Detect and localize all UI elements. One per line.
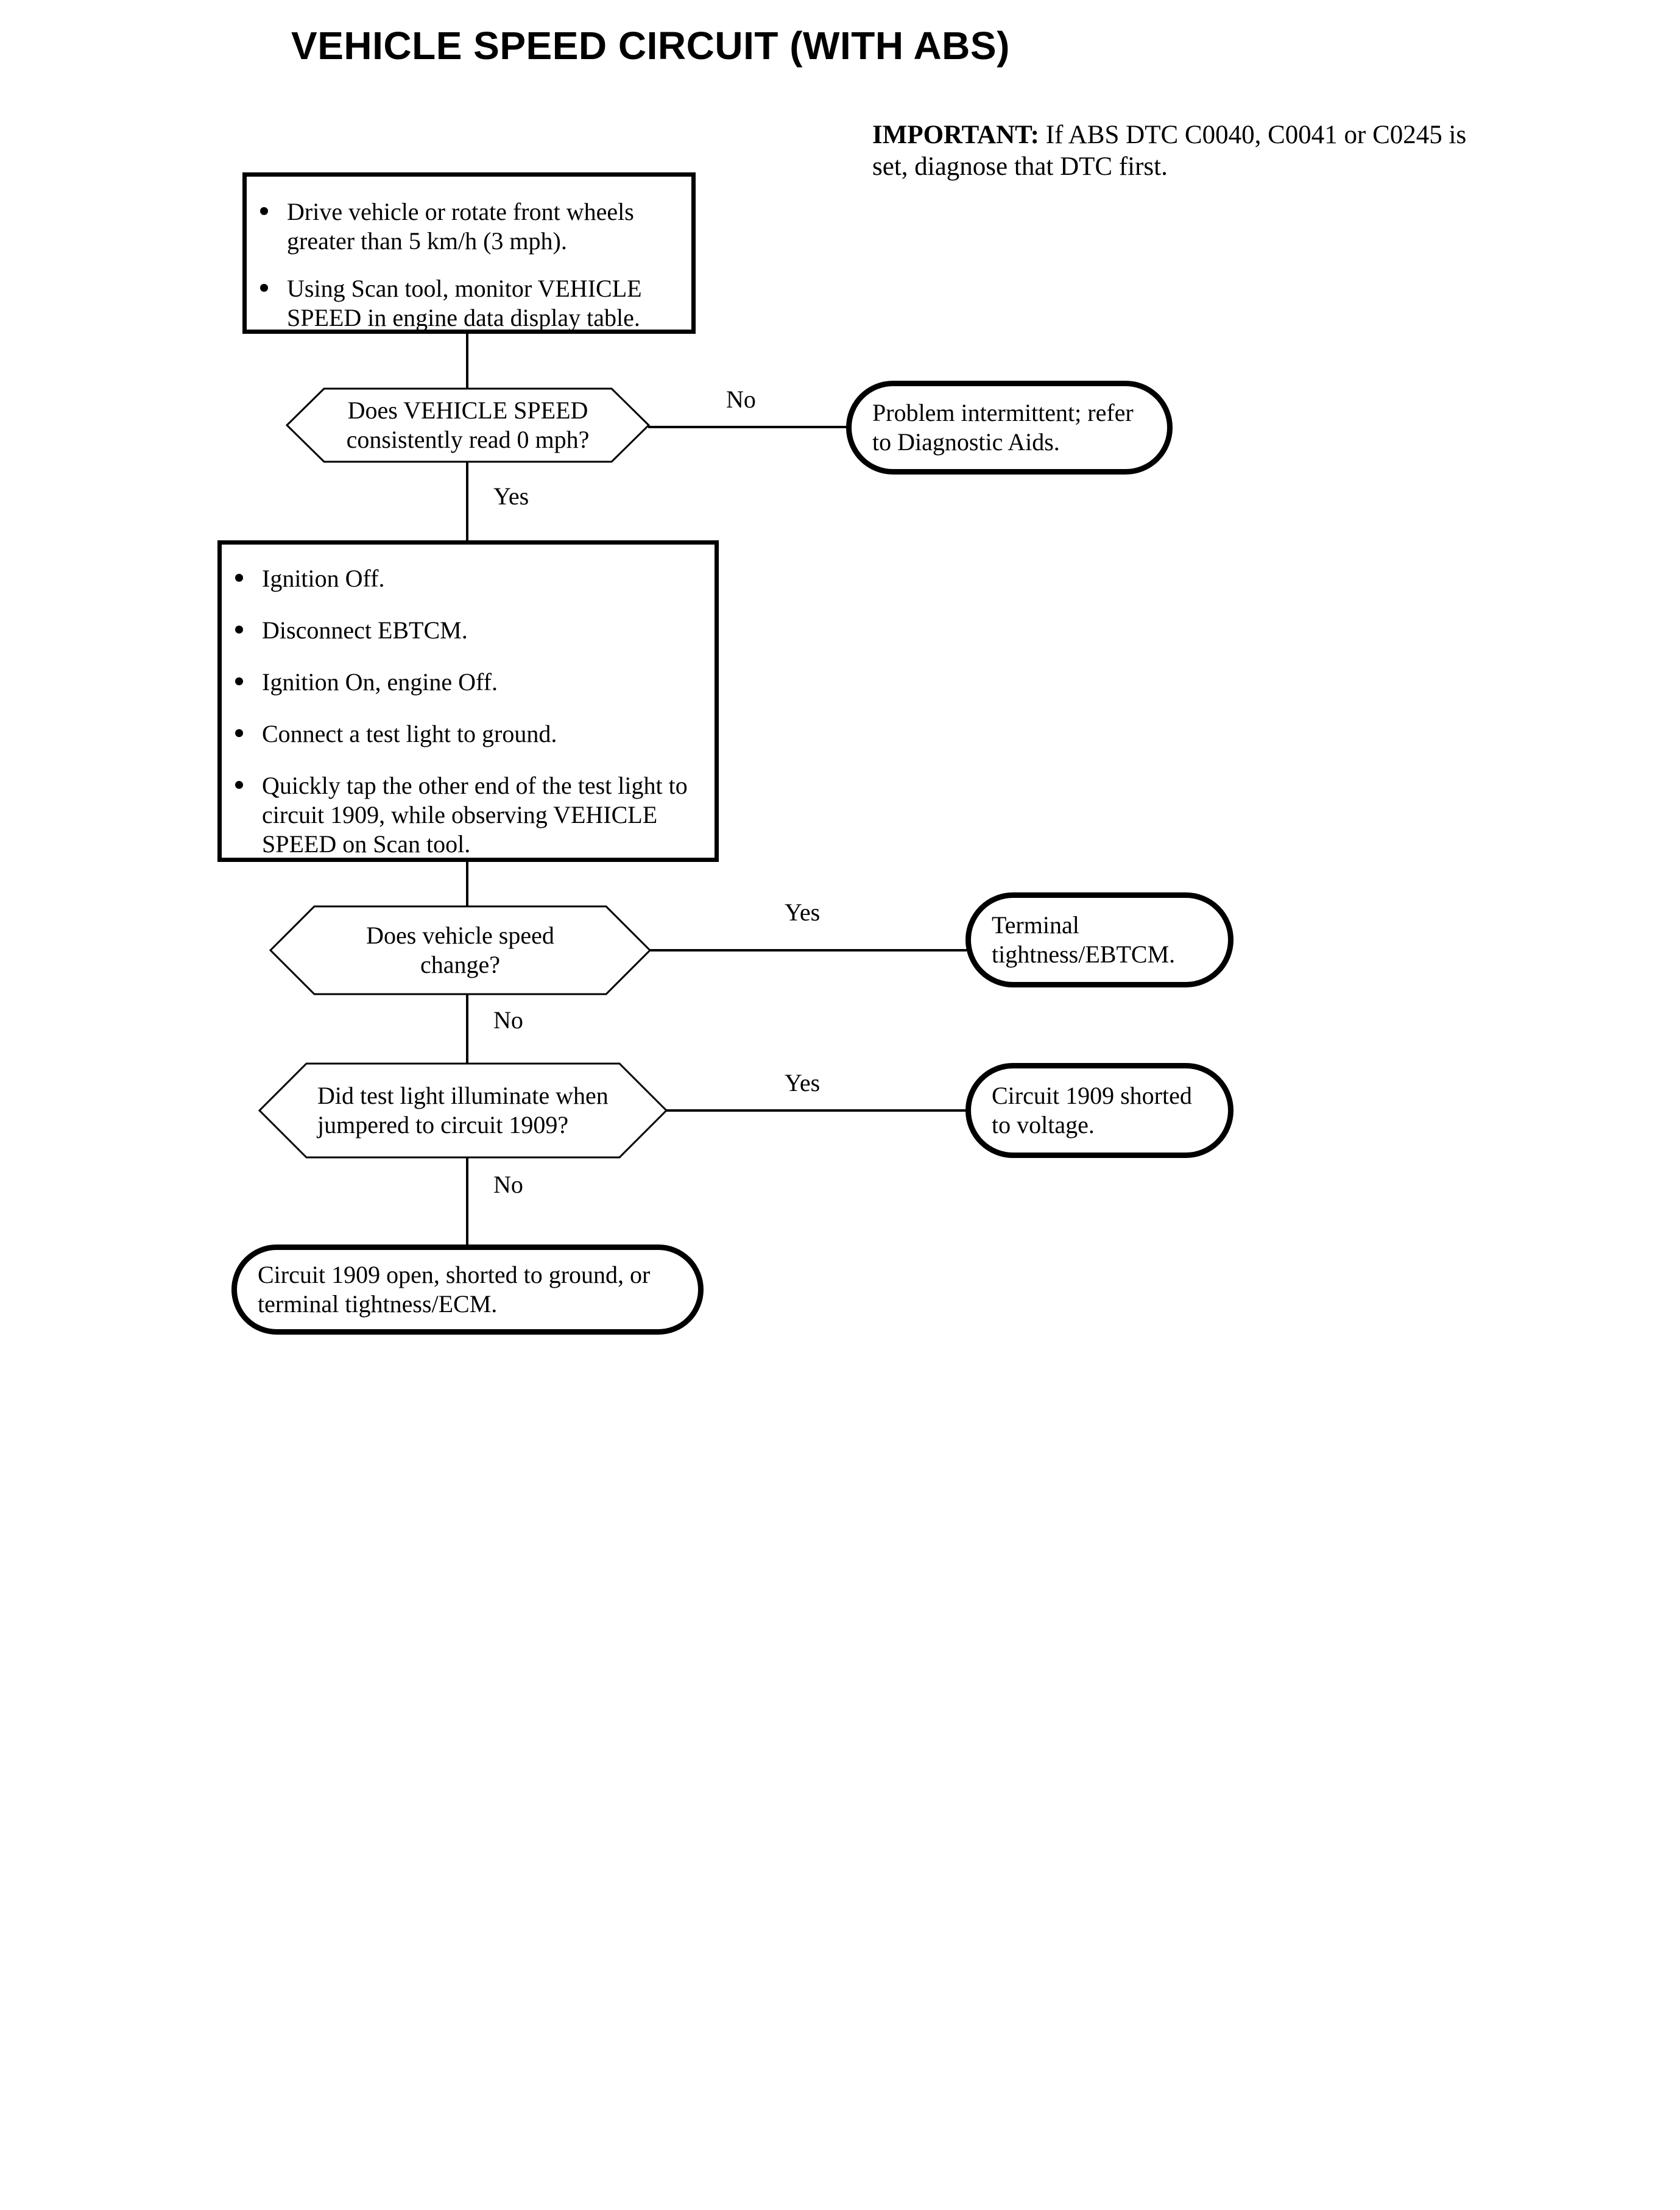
connector-d3-no xyxy=(466,1158,468,1244)
connector-step1-to-d1 xyxy=(466,334,468,389)
branch-label-d1-yes: Yes xyxy=(493,482,529,510)
branch-label-d3-no: No xyxy=(493,1171,523,1198)
decision-label: Does vehicle speed change? xyxy=(366,922,554,978)
list-item: Ignition Off. xyxy=(222,564,715,593)
process-box-step2: Ignition Off. Disconnect EBTCM. Ignition… xyxy=(217,540,719,862)
terminator-problem-intermittent: Problem intermittent; refer to Diagnosti… xyxy=(846,381,1173,475)
page-title: VEHICLE SPEED CIRCUIT (WITH ABS) xyxy=(291,24,1010,68)
list-item: Disconnect EBTCM. xyxy=(222,616,715,645)
terminator-label: Circuit 1909 shorted to voltage. xyxy=(992,1082,1192,1139)
decision-label: Does VEHICLE SPEED consistently read 0 m… xyxy=(346,397,590,453)
branch-label-d2-yes: Yes xyxy=(785,898,821,926)
terminator-circuit-shorted-voltage: Circuit 1909 shorted to voltage. xyxy=(965,1063,1234,1158)
connector-d2-yes xyxy=(649,949,967,951)
important-note-text: If ABS DTC C0040, C0041 or C0245 is set,… xyxy=(872,121,1467,182)
terminator-label: Circuit 1909 open, shorted to ground, or… xyxy=(258,1261,651,1318)
list-item: Using Scan tool, monitor VEHICLE SPEED i… xyxy=(247,274,691,333)
branch-label-d3-yes: Yes xyxy=(785,1069,821,1096)
connector-d1-no xyxy=(648,426,847,428)
connector-d1-yes xyxy=(466,462,468,540)
list-item: Ignition On, engine Off. xyxy=(222,668,715,697)
list-item: Connect a test light to ground. xyxy=(222,719,715,749)
connector-d2-no xyxy=(466,995,468,1064)
terminator-label: Terminal tightness/EBTCM. xyxy=(992,911,1176,968)
connector-d3-yes xyxy=(666,1109,967,1112)
list-item: Quickly tap the other end of the test li… xyxy=(222,771,688,859)
process-box-step1: Drive vehicle or rotate front wheels gre… xyxy=(242,172,696,334)
terminator-terminal-tightness-ebtcm: Terminal tightness/EBTCM. xyxy=(965,892,1234,987)
terminator-circuit-open-shorted-ground: Circuit 1909 open, shorted to ground, or… xyxy=(231,1244,704,1335)
decision-vehicle-speed-zero: Does VEHICLE SPEED consistently read 0 m… xyxy=(285,387,651,463)
decision-test-light-illuminate: Did test light illuminate when jumpered … xyxy=(258,1062,668,1159)
branch-label-d1-no: No xyxy=(726,386,756,413)
connector-step2-to-d2 xyxy=(466,862,468,907)
important-note-lead: IMPORTANT: xyxy=(872,121,1039,149)
terminator-label: Problem intermittent; refer to Diagnosti… xyxy=(872,399,1134,456)
branch-label-d2-no: No xyxy=(493,1006,523,1034)
decision-label: Did test light illuminate when jumpered … xyxy=(317,1082,609,1139)
list-item: Drive vehicle or rotate front wheels gre… xyxy=(247,197,691,256)
decision-speed-change: Does vehicle speed change? xyxy=(269,905,652,995)
important-note: IMPORTANT: If ABS DTC C0040, C0041 or C0… xyxy=(872,119,1481,183)
